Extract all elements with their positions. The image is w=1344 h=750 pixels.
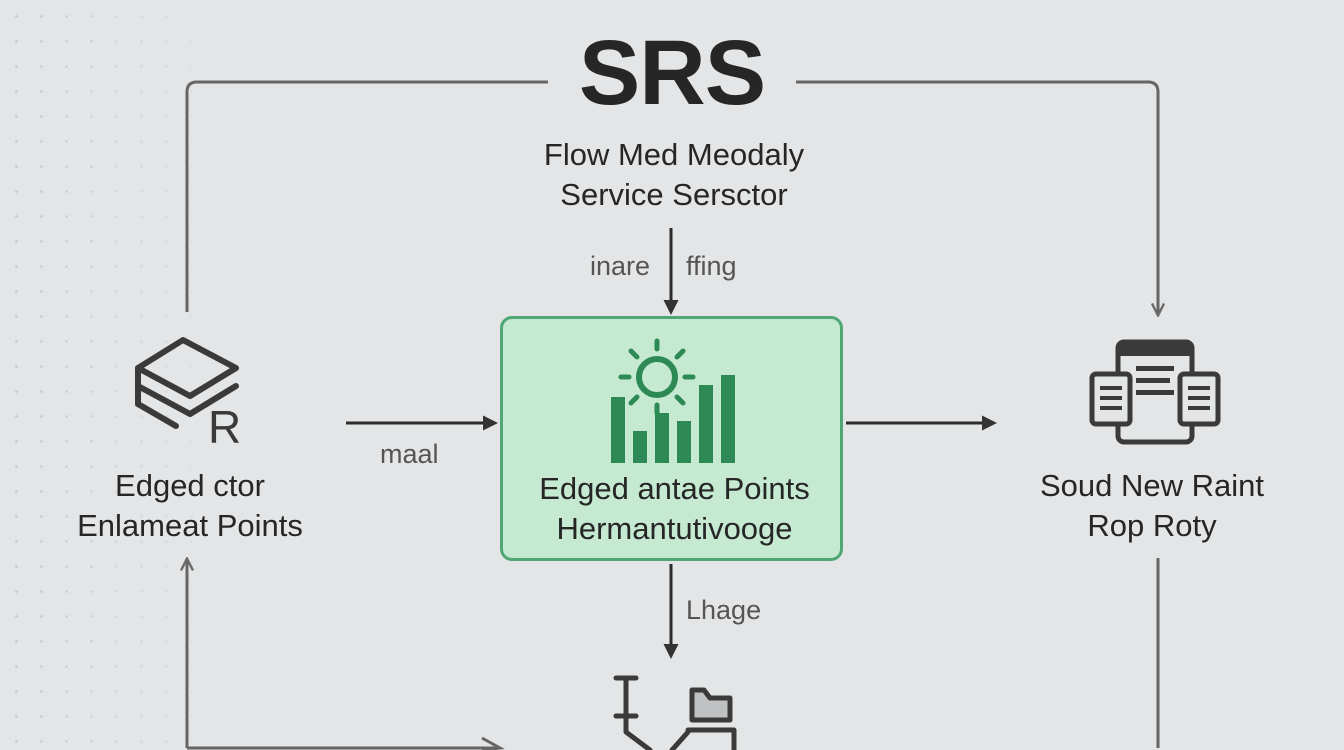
- network-folder-icon: [613, 675, 737, 750]
- top-right-connector: [796, 80, 1158, 314]
- center-node-line-1: Edged antae Points: [539, 471, 810, 506]
- top-left-connector: [185, 80, 548, 312]
- subtitle-line-2: Service Sersctor: [560, 177, 788, 212]
- diagram-title: SRS: [578, 22, 766, 124]
- subtitle-line-1: Flow Med Meodaly: [543, 137, 805, 172]
- top-edge-label-left: inare: [590, 251, 651, 281]
- bar-chart-gear-icon: [611, 338, 735, 463]
- left-node-label: Edged ctor Enlameat Points: [50, 466, 330, 546]
- right-node-label: Soud New Raint Rop Roty: [1016, 466, 1288, 546]
- right-node-line-2: Rop Roty: [1087, 508, 1217, 543]
- right-node-line-1: Soud New Raint: [1039, 468, 1264, 503]
- devices-icon: [1089, 339, 1221, 445]
- top-edge-label-right: ffing: [686, 251, 737, 281]
- center-node: Edged antae Points Hermantutivooge: [500, 316, 843, 561]
- left-node-line-1: Edged ctor: [115, 468, 265, 503]
- bottom-edge-arrowhead: [481, 736, 505, 750]
- left-node-line-2: Enlameat Points: [77, 508, 303, 543]
- layers-r-icon: R: [135, 337, 241, 448]
- svg-text:R: R: [208, 401, 241, 448]
- diagram-subtitle: Flow Med Meodaly Service Sersctor: [474, 135, 874, 215]
- dot-grid-background: [0, 0, 250, 750]
- center-node-label: Edged antae Points Hermantutivooge: [503, 469, 846, 549]
- left-edge-label: maal: [380, 439, 439, 469]
- bottom-edge-label: Lhage: [686, 595, 762, 625]
- center-node-line-2: Hermantutivooge: [556, 511, 793, 546]
